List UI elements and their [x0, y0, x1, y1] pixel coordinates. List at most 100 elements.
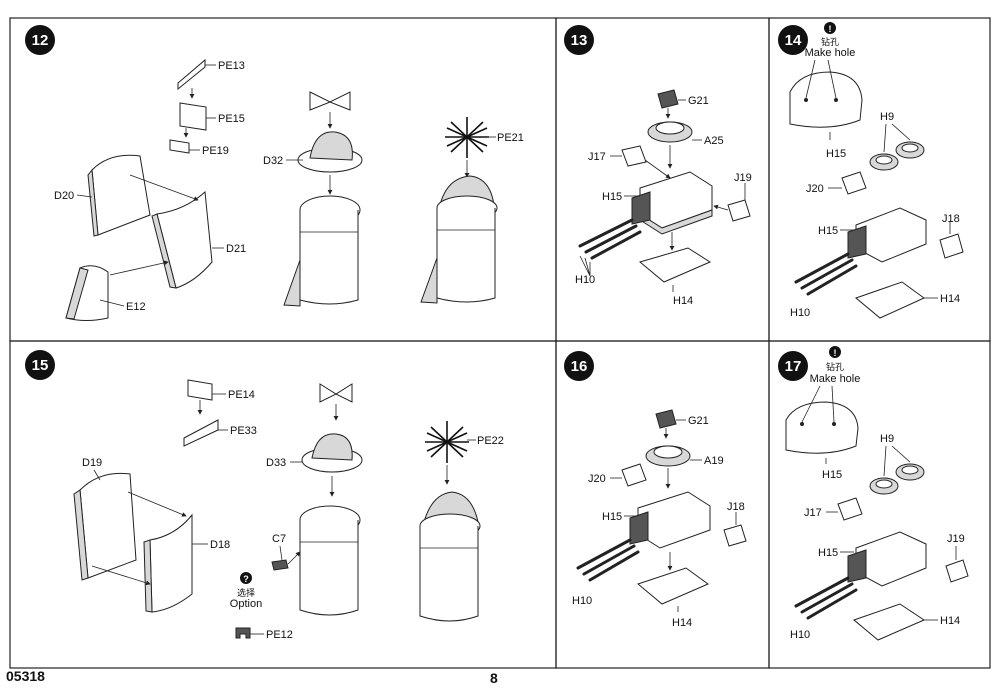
h14-part [636, 567, 710, 605]
label-pe19: PE19 [202, 145, 229, 157]
info-icon [824, 22, 836, 34]
d21-part [151, 190, 213, 289]
label-j17: J17 [804, 507, 822, 519]
d33-part [301, 433, 363, 473]
c7-part [271, 559, 289, 571]
label-option-en: Option [230, 598, 262, 610]
svg-text:?: ? [243, 574, 249, 584]
label-d21: D21 [226, 243, 246, 255]
label-d32: D32 [263, 155, 283, 167]
h10-barrels [794, 252, 858, 296]
d18-part [143, 513, 193, 613]
step-14: 14 ! 钻孔 Make hole H15 H9 J20 [778, 22, 964, 319]
turret-14 [847, 207, 927, 263]
label-h14: H14 [672, 617, 692, 629]
label-a25: A25 [704, 135, 724, 147]
h15-top-view [789, 59, 863, 128]
label-h10: H10 [572, 595, 592, 607]
step-number-badge [564, 25, 594, 55]
label-e12: E12 [126, 301, 146, 313]
label-pe12: PE12 [266, 629, 293, 641]
label-pe22: PE22 [477, 435, 504, 447]
h10-barrels [794, 576, 858, 620]
label-j19: J19 [947, 533, 965, 545]
label-g21: G21 [688, 95, 709, 107]
label-h10: H10 [790, 307, 810, 319]
label-h14: H14 [940, 293, 960, 305]
d32-part [297, 131, 363, 173]
label-pe15: PE15 [218, 113, 245, 125]
turret-16 [629, 491, 711, 549]
e12-part [65, 265, 109, 321]
j18-part [939, 233, 964, 259]
j19-part [945, 559, 969, 583]
label-j20: J20 [588, 473, 606, 485]
step-number: 12 [32, 32, 49, 49]
label-a19: A19 [704, 455, 724, 467]
label-d19: D19 [82, 457, 102, 469]
tower-15-mid [299, 505, 361, 616]
label-hole-cn: 钻孔 [826, 361, 844, 373]
panel-frames [9, 17, 991, 669]
label-j20: J20 [806, 183, 824, 195]
label-h9: H9 [880, 433, 894, 445]
a19-part [645, 445, 691, 467]
option-icon [240, 572, 252, 584]
label-pe21: PE21 [497, 132, 524, 144]
step-number-badge [778, 351, 808, 381]
step-13: 13 G21 A25 J17 H15 J19 [564, 25, 752, 307]
info-icon [829, 346, 841, 358]
pe15-part [179, 102, 216, 131]
turret-17 [847, 531, 927, 587]
j18-part [723, 524, 747, 547]
pe33-part [183, 419, 219, 447]
label-j17: J17 [588, 151, 606, 163]
h14-part [853, 603, 926, 641]
pe22-star [425, 421, 469, 463]
step-number-badge [564, 351, 594, 381]
pe21-star [445, 117, 489, 158]
label-c7: C7 [272, 533, 286, 545]
j19-part [727, 199, 751, 222]
step-number: 16 [571, 358, 588, 375]
pe-cross-part [309, 91, 351, 111]
a25-part [647, 121, 693, 143]
label-j18: J18 [727, 501, 745, 513]
label-h15: H15 [602, 191, 622, 203]
label-pe14: PE14 [228, 389, 255, 401]
g21-part [657, 89, 679, 109]
tower-12-mid [283, 195, 361, 307]
pe19-part [169, 139, 200, 154]
h15-top-view [785, 385, 859, 454]
step-16: 16 G21 A19 J20 H15 J18 H10 [564, 351, 747, 629]
label-d18: D18 [210, 539, 230, 551]
label-j19: J19 [734, 172, 752, 184]
h9-rings [869, 445, 925, 495]
product-code: 05318 [6, 668, 45, 684]
step-number: 13 [571, 32, 588, 49]
step-number-badge [25, 350, 55, 380]
h10-barrels [576, 538, 640, 582]
j20-part [841, 171, 867, 195]
label-g21: G21 [688, 415, 709, 427]
label-h15b: H15 [818, 225, 838, 237]
pe13-part [177, 58, 216, 91]
d20-part [87, 154, 151, 237]
j20-part [621, 463, 647, 487]
label-h15b: H15 [818, 547, 838, 559]
label-hole-en: Make hole [810, 373, 861, 385]
label-h15: H15 [822, 469, 842, 481]
label-h10: H10 [790, 629, 810, 641]
pe14-part [187, 379, 213, 401]
g21-part [655, 409, 677, 429]
label-h15: H15 [602, 511, 622, 523]
d19-part [73, 472, 137, 581]
pe12-part [235, 627, 251, 639]
label-h14: H14 [673, 295, 693, 307]
svg-text:!: ! [834, 348, 837, 358]
tower-15-right [419, 491, 481, 622]
h14-part [638, 247, 712, 283]
step-number-badge [778, 25, 808, 55]
label-d33: D33 [266, 457, 286, 469]
